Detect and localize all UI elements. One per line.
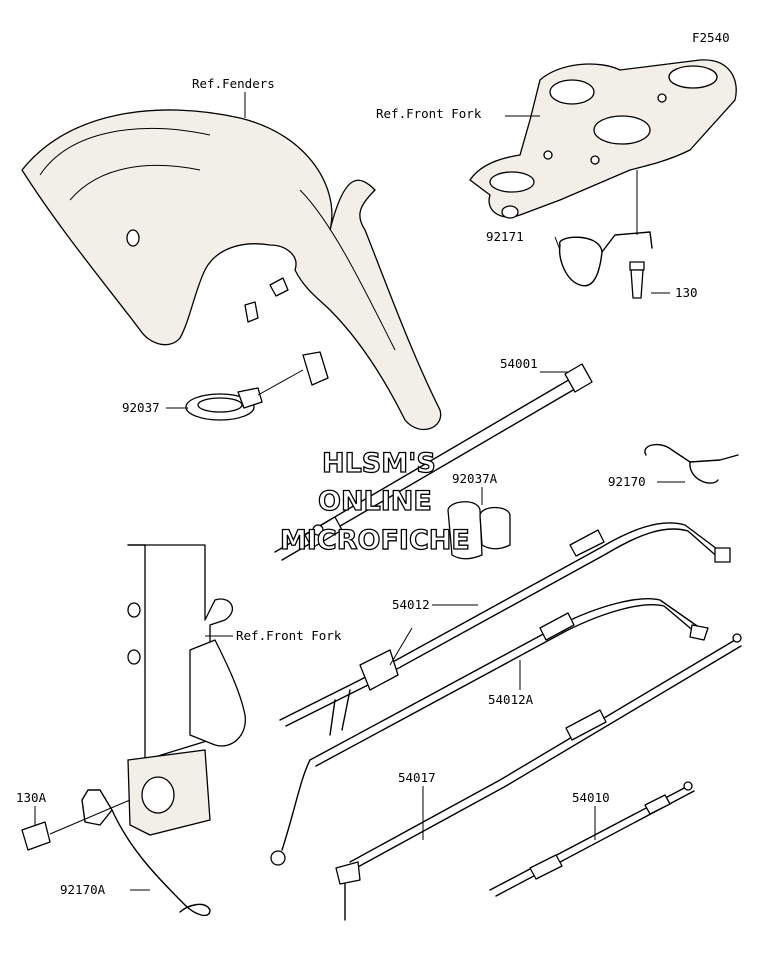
part-label-54012: 54012 (392, 597, 430, 612)
figure-code: F2540 (692, 30, 730, 45)
speedometer-cable-54001 (274, 363, 593, 561)
watermark: HLSM'S ONLINE MICROFICHE (279, 447, 470, 556)
fork-bolt-and-bracket (21, 789, 211, 917)
fork-upper-bracket (469, 59, 737, 219)
throttle-cable-54012 (279, 522, 731, 736)
ref-front-fork-top-label: Ref.Front Fork (376, 106, 482, 121)
cable-guide-92171 (558, 170, 670, 299)
watermark-line-2: ONLINE (318, 486, 432, 517)
part-label-54001: 54001 (500, 356, 538, 371)
watermark-line-1: HLSM'S (322, 448, 436, 479)
front-fender (21, 109, 442, 431)
part-label-130a: 130A (16, 790, 47, 805)
part-label-92170a: 92170A (60, 882, 106, 897)
part-label-92037a: 92037A (452, 471, 498, 486)
cable-54010 (489, 781, 695, 897)
part-label-54017: 54017 (398, 770, 436, 785)
leader-lines (34, 92, 596, 840)
cable-bracket-92170 (644, 443, 739, 484)
part-label-92170: 92170 (608, 474, 646, 489)
grommet-92037 (185, 369, 304, 421)
throttle-cable-54012a (270, 598, 709, 866)
fork-leg (127, 544, 246, 836)
watermark-line-3: MICROFICHE (280, 525, 470, 556)
part-label-92037: 92037 (122, 400, 160, 415)
part-label-54012a: 54012A (488, 692, 534, 707)
ref-fenders-label: Ref.Fenders (192, 76, 275, 91)
part-label-130: 130 (675, 285, 698, 300)
grommet-92037a (447, 487, 511, 560)
part-label-92171: 92171 (486, 229, 524, 244)
part-label-54010: 54010 (572, 790, 610, 805)
choke-cable-54017 (335, 633, 742, 921)
ref-front-fork-bottom-label: Ref.Front Fork (236, 628, 342, 643)
